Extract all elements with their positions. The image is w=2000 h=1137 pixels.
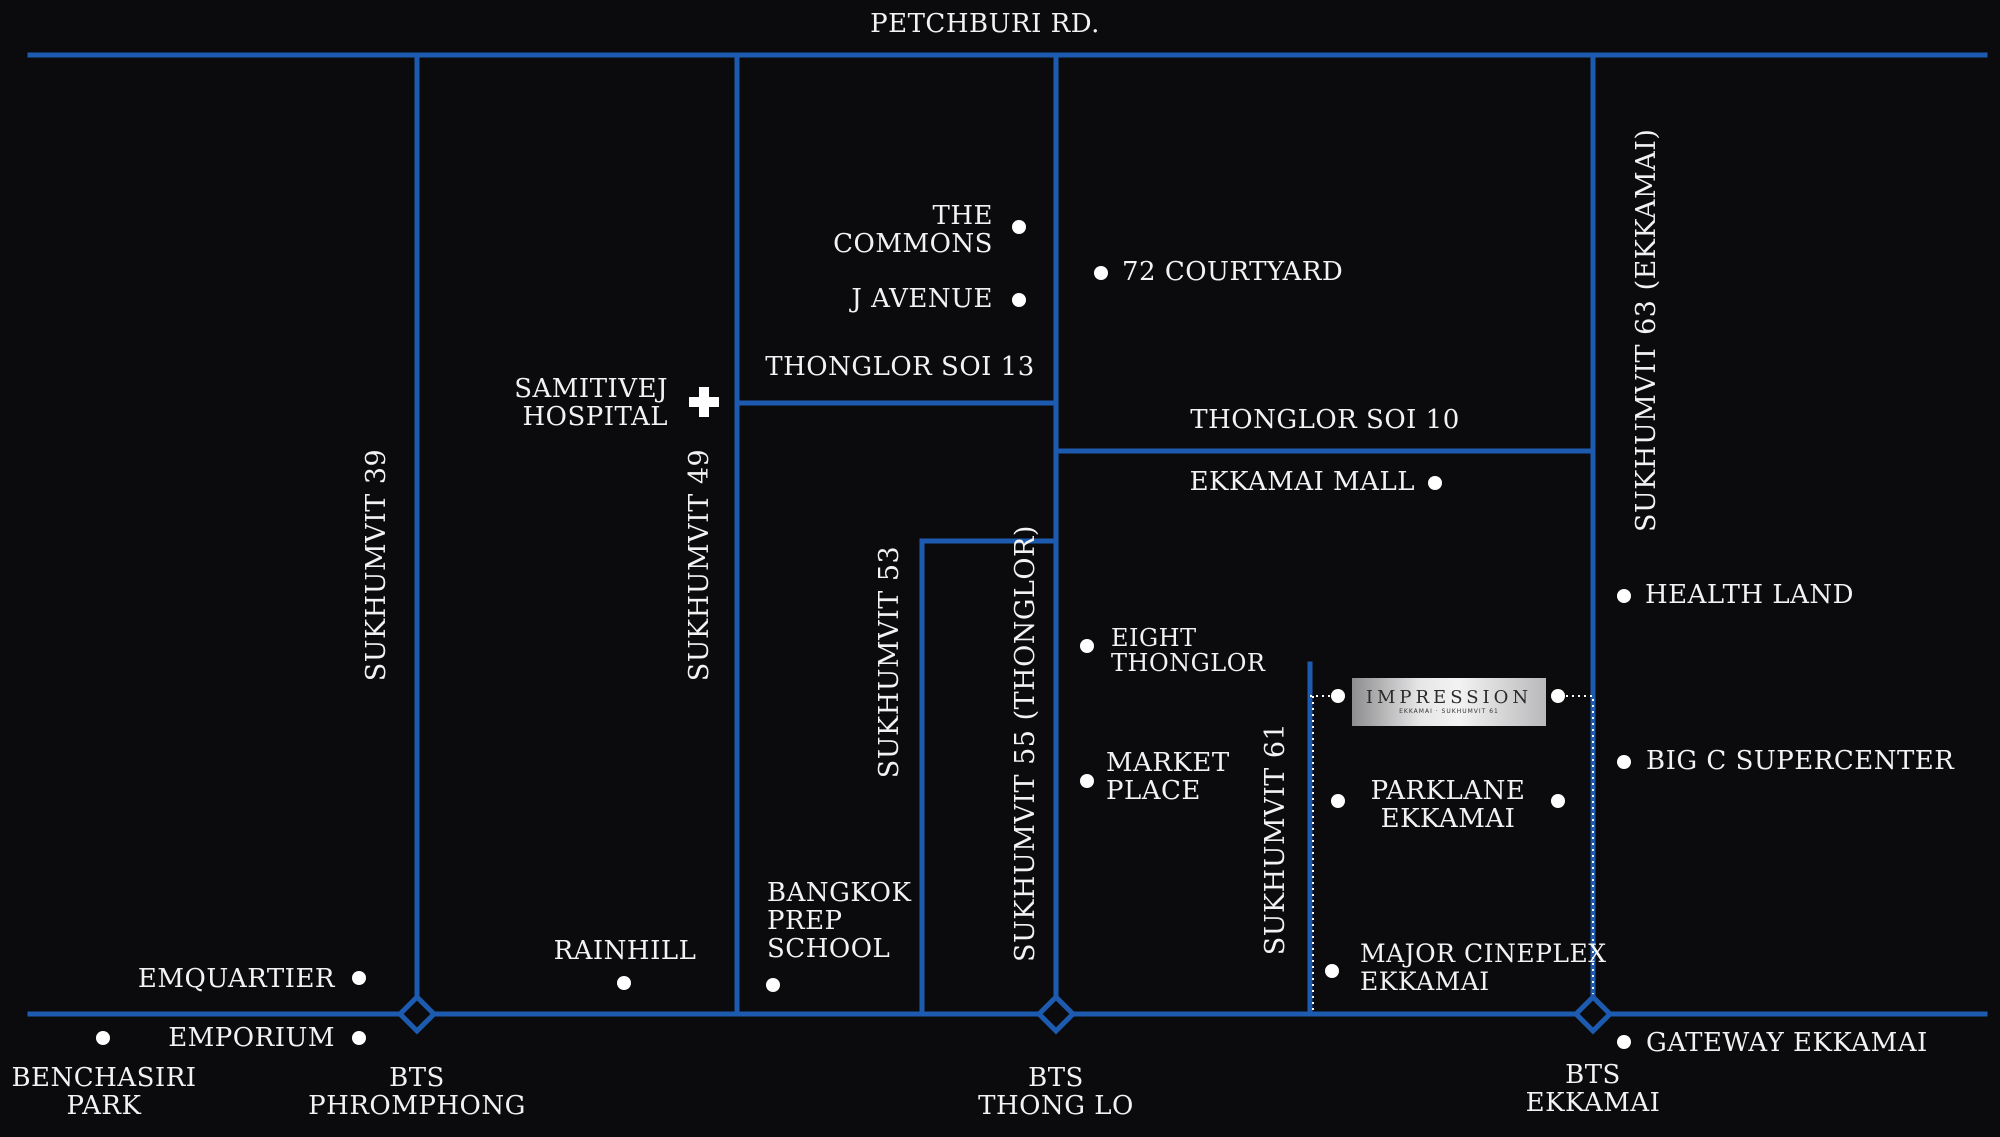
impression-project-logo: IMPRESSION EKKAMAI · SUKHUMVIT 61 xyxy=(1352,678,1546,726)
poi-dot-parklane-right xyxy=(1551,794,1565,808)
road-label-sukhumvit-53: SUKHUMVIT 53 xyxy=(874,545,905,779)
poi-dot-impression-left xyxy=(1331,689,1345,703)
road-label-sukhumvit-55: SUKHUMVIT 55 (THONGLOR) xyxy=(1010,525,1041,962)
poi-dot-the-commons xyxy=(1012,220,1026,234)
poi-label-parklane: PARKLANE EKKAMAI xyxy=(1370,776,1526,834)
poi-dot-benchasiri xyxy=(96,1031,110,1045)
poi-dot-emporium xyxy=(352,1031,366,1045)
station-label-ekkamai: BTS EKKAMAI xyxy=(1525,1060,1661,1118)
poi-dot-parklane-left xyxy=(1331,794,1345,808)
station-label-phromphong: BTS PHROMPHONG xyxy=(308,1063,526,1121)
poi-dot-major-cineplex xyxy=(1325,964,1339,978)
impression-logo-subtitle: EKKAMAI · SUKHUMVIT 61 xyxy=(1399,708,1499,715)
poi-dot-market-place xyxy=(1080,774,1094,788)
poi-dot-big-c xyxy=(1617,755,1631,769)
hospital-cross-icon-v xyxy=(699,387,709,417)
poi-label-bangkok-prep: BANGKOK PREP SCHOOL xyxy=(767,878,912,964)
poi-label-ekkamai-mall: EKKAMAI MALL xyxy=(1189,467,1415,497)
poi-dot-bangkok-prep xyxy=(766,978,780,992)
poi-label-eight-thonglor: EIGHT THONGLOR xyxy=(1111,624,1266,677)
poi-label-gateway: GATEWAY EKKAMAI xyxy=(1646,1028,1928,1058)
poi-label-major-cineplex: MAJOR CINEPLEX EKKAMAI xyxy=(1360,939,1607,996)
poi-dot-j-avenue xyxy=(1012,293,1026,307)
road-label-sukhumvit-61: SUKHUMVIT 61 xyxy=(1260,722,1291,956)
poi-dot-ekkamai-mall xyxy=(1428,476,1442,490)
impression-logo-title: IMPRESSION xyxy=(1365,687,1533,708)
road-label-petchburi: PETCHBURI RD. xyxy=(870,9,1100,39)
road-label-thonglor-10: THONGLOR SOI 10 xyxy=(1190,405,1460,435)
poi-dot-health-land xyxy=(1617,589,1631,603)
road-label-sukhumvit-39: SUKHUMVIT 39 xyxy=(361,448,392,682)
poi-dot-rainhill xyxy=(617,976,631,990)
poi-label-samitivej: SAMITIVEJ HOSPITAL xyxy=(514,374,668,432)
poi-label-benchasiri: BENCHASIRI PARK xyxy=(11,1063,197,1121)
road-label-thonglor-13: THONGLOR SOI 13 xyxy=(765,352,1035,382)
poi-label-the-commons: THE COMMONS xyxy=(833,201,993,259)
road-label-sukhumvit-49: SUKHUMVIT 49 xyxy=(684,448,715,682)
poi-dot-eight-thonglor xyxy=(1080,639,1094,653)
poi-label-emporium: EMPORIUM xyxy=(168,1023,335,1053)
road-sukhumvit-53 xyxy=(919,538,1059,1017)
poi-label-market-place: MARKET PLACE xyxy=(1106,748,1230,806)
poi-dot-emquartier xyxy=(352,971,366,985)
bts-ekkamai-marker xyxy=(1572,993,1614,1035)
poi-label-health-land: HEALTH LAND xyxy=(1645,580,1854,610)
poi-dot-impression-right xyxy=(1551,689,1565,703)
road-label-sukhumvit-63: SUKHUMVIT 63 (EKKAMAI) xyxy=(1631,128,1662,532)
bts-phromphong-marker xyxy=(396,993,438,1035)
poi-label-big-c: BIG C SUPERCENTER xyxy=(1646,746,1955,776)
poi-dot-gateway xyxy=(1617,1035,1631,1049)
poi-label-j-avenue: J AVENUE xyxy=(851,284,993,314)
poi-label-emquartier: EMQUARTIER xyxy=(137,964,335,994)
poi-label-72-courtyard: 72 COURTYARD xyxy=(1122,257,1344,287)
bts-thonglo-marker xyxy=(1035,993,1077,1035)
poi-label-rainhill: RAINHILL xyxy=(553,936,697,966)
poi-dot-72-courtyard xyxy=(1094,266,1108,280)
station-label-thonglo: BTS THONG LO xyxy=(978,1063,1134,1121)
